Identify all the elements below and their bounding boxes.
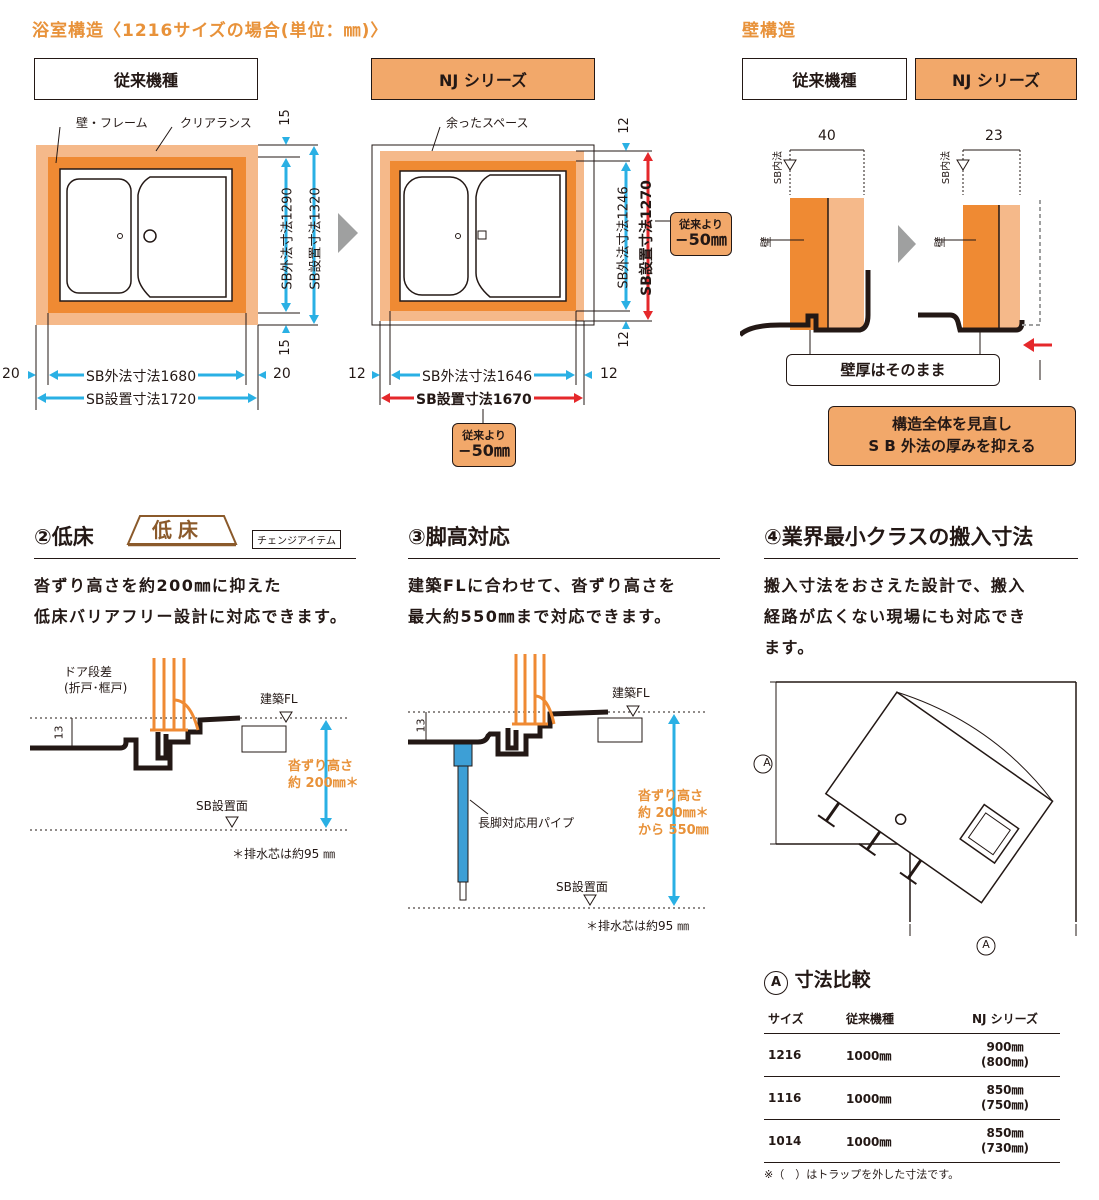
conventional-wall-outer	[828, 198, 864, 330]
left-sb-outer-h: SB外法寸法1680	[84, 366, 199, 386]
extra-space-label: 余ったスペース	[446, 116, 529, 130]
sec4-text: 搬入寸法をおさえた設計で、搬入 経路が広くない現場にも対応でき ます。	[764, 576, 1027, 657]
bathtub-unit	[824, 691, 1054, 904]
transition-arrow	[338, 213, 358, 253]
carry-in-title: ④業界最小クラスの搬入寸法	[764, 525, 1034, 549]
carry-in-diagram	[753, 681, 1077, 956]
nj-series-label-box: NJ シリーズ	[371, 58, 595, 100]
wall-label-right: 壁	[933, 236, 947, 248]
sb-inner-label-right: SB内法	[941, 150, 953, 185]
wall-structure-diagram	[740, 149, 1052, 380]
wall-transition-arrow	[898, 225, 916, 263]
left-gap-bottom: 15	[277, 339, 293, 356]
vertical-reduction-badge: 従来より −50㎜	[670, 212, 732, 256]
wall-dim-nj: 23	[985, 128, 1003, 144]
right-sb-outer-v: SB外法寸法1246	[616, 186, 632, 289]
sb-outer-reduce-callout: 構造全体を見直し S B 外法の厚みを抑える	[828, 406, 1076, 466]
sec2-sb-surface: SB設置面	[196, 799, 248, 813]
dim-a-vertical: A	[763, 756, 771, 769]
comparison-table: サイズ 従来機種 NJ シリーズ 1216 1000㎜ 900㎜(800㎜) 1…	[764, 1004, 1060, 1163]
sec3-height-label: 沓ずり高さ 約 200㎜＊ から 550㎜	[638, 789, 709, 838]
sec2-rule	[34, 558, 356, 559]
nj-wall-outer	[999, 205, 1020, 330]
left-gap-top: 15	[277, 109, 293, 126]
right-sb-install-v: SB設置寸法1270	[639, 180, 655, 296]
conventional-label-box: 従来機種	[34, 58, 258, 100]
nj-wall-inner	[963, 205, 999, 330]
right-gap-top: 12	[616, 117, 632, 134]
bath-structure-diagram	[28, 126, 674, 423]
bath-structure-title: 浴室構造〈1216サイズの場合(単位：㎜)〉	[32, 21, 389, 41]
left-sb-install-v: SB設置寸法1320	[308, 187, 324, 290]
right-gap-left: 12	[348, 366, 366, 382]
wall-label-left: 壁	[759, 236, 773, 248]
sec2-dim-13: 13	[52, 725, 66, 740]
table-row: 1014 1000㎜ 850㎜(730㎜)	[764, 1119, 1060, 1163]
long-leg-pipe	[457, 765, 469, 883]
sec3-drain-note: ＊排水芯は約95 ㎜	[586, 919, 690, 933]
dim-a-circle-icon: A	[764, 971, 788, 995]
leg-height-diagram	[408, 654, 708, 909]
header-size: サイズ	[764, 1004, 842, 1034]
sec4-rule	[764, 558, 1078, 559]
sec3-building-fl: 建築FL	[612, 686, 650, 700]
header-conventional: 従来機種	[842, 1004, 950, 1034]
sec2-text: 沓ずり高さを約200㎜に抑えた 低床バリアフリー設計に対応できます。	[34, 576, 348, 626]
frame-label: 壁・フレーム	[76, 116, 148, 130]
compare-title: A 寸法比較	[764, 965, 871, 995]
sb-inner-label-left: SB内法	[773, 150, 785, 185]
horizontal-reduction-badge: 従来より −50㎜	[452, 423, 516, 467]
conventional-wash-area	[137, 176, 227, 298]
left-sb-install-h: SB設置寸法1720	[84, 389, 199, 409]
wall-thickness-same-callout: 壁厚はそのまま	[786, 354, 1000, 386]
conventional-tub	[66, 178, 132, 294]
sec3-rule	[408, 558, 720, 559]
wall-conventional-label: 従来機種	[742, 58, 907, 100]
sec3-dim-13: 13	[414, 718, 428, 733]
nj-tub	[403, 176, 469, 296]
leg-height-title: ③脚高対応	[408, 525, 510, 549]
conventional-drain	[143, 229, 157, 243]
sec2-height-label: 沓ずり高さ 約 200㎜＊	[288, 759, 359, 791]
low-floor-logo	[126, 515, 238, 547]
table-row: 1116 1000㎜ 850㎜(750㎜)	[764, 1076, 1060, 1120]
table-footnote: ※（ ）はトラップを外した寸法です。	[764, 1168, 960, 1181]
door-step-label: ドア段差 (折戸･框戸)	[64, 665, 128, 695]
pipe-label: 長脚対応用パイプ	[478, 816, 575, 830]
right-gap-bottom: 12	[616, 331, 632, 348]
left-gap-right: 20	[273, 366, 291, 382]
change-item-tag: チェンジアイテム	[252, 530, 341, 549]
sec2-drain-note: ＊排水芯は約95 ㎜	[232, 847, 336, 861]
wall-dim-conventional: 40	[818, 128, 836, 144]
header-nj: NJ シリーズ	[950, 1004, 1060, 1034]
clearance-label: クリアランス	[180, 116, 252, 130]
low-floor-title: ②低床	[34, 525, 94, 549]
sec3-text: 建築FLに合わせて、沓ずり高さを 最大約550㎜まで対応できます。	[408, 576, 677, 626]
right-gap-right: 12	[600, 366, 618, 382]
low-floor-diagram	[30, 658, 350, 831]
dim-a-horizontal: A	[982, 938, 990, 951]
right-sb-install-h: SB設置寸法1670	[414, 389, 534, 409]
low-floor-logo-text: 低床	[152, 518, 204, 542]
wall-nj-label: NJ シリーズ	[915, 58, 1077, 100]
left-sb-outer-v: SB外法寸法1290	[280, 187, 296, 290]
wall-structure-title: 壁構造	[742, 21, 796, 41]
right-sb-outer-h: SB外法寸法1646	[420, 366, 535, 386]
table-row: 1216 1000㎜ 900㎜(800㎜)	[764, 1033, 1060, 1077]
sec2-building-fl: 建築FL	[260, 692, 298, 706]
sec3-sb-surface: SB設置面	[556, 880, 608, 894]
left-gap-left: 20	[2, 366, 20, 382]
nj-wash-area	[475, 174, 561, 298]
conventional-wall-inner	[790, 198, 828, 330]
